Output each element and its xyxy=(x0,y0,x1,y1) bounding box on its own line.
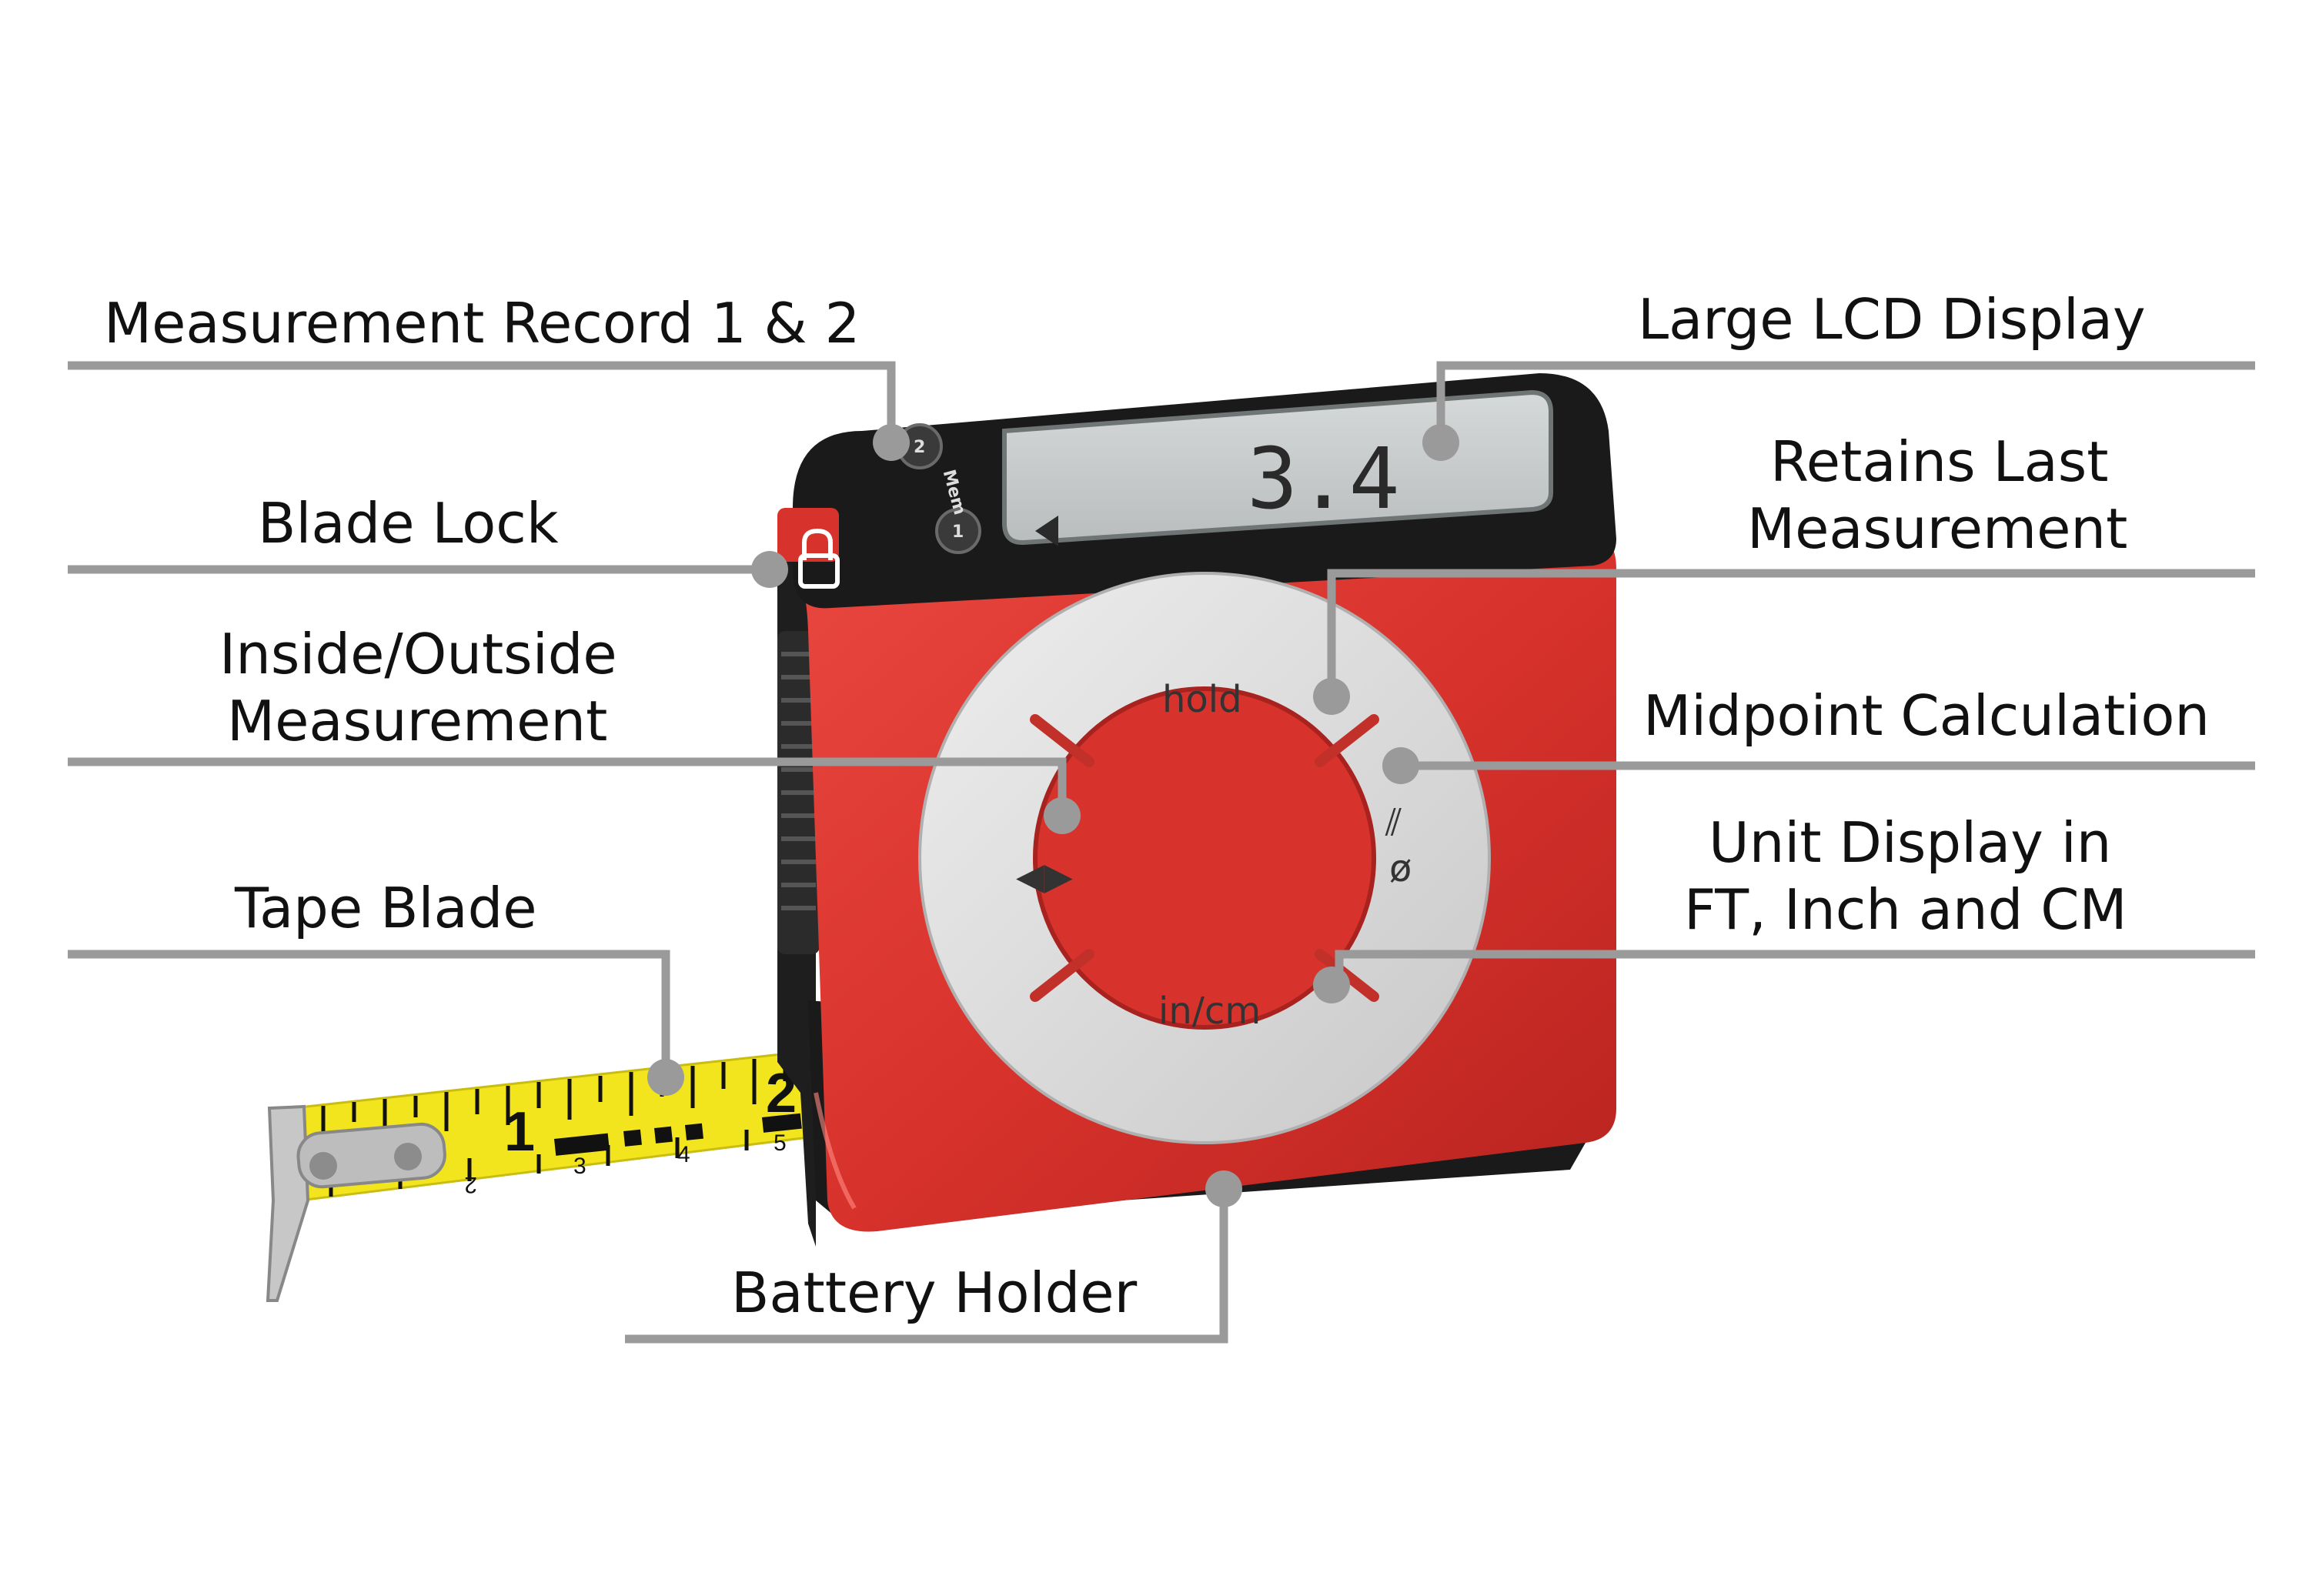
lcd-screen xyxy=(1002,389,1553,546)
lcd-reading: 3.4 xyxy=(1247,429,1400,528)
tape-blade: 1 2 2 3 4 5 xyxy=(266,1049,829,1302)
tape-number-major: 1 xyxy=(504,1101,535,1163)
callout-leaders xyxy=(68,361,2255,1344)
unit-button[interactable] xyxy=(1124,989,1285,1050)
label-battery-holder: Battery Holder xyxy=(731,1260,1138,1325)
callout-labels: Measurement Record 1 & 2 Blade Lock Insi… xyxy=(104,287,2210,1325)
lock-icon xyxy=(802,528,833,560)
label-measurement-record: Measurement Record 1 & 2 xyxy=(104,291,860,356)
tape-marker-block xyxy=(653,1126,673,1144)
rivet-icon xyxy=(394,1143,422,1170)
hold-label: hold xyxy=(1162,678,1242,721)
arrow-left-icon xyxy=(1035,516,1058,546)
mem-button-1-label: 1 xyxy=(952,523,964,542)
tape-number-minor: 2 xyxy=(464,1172,477,1197)
lcd-display: 3.4 xyxy=(1002,389,1553,546)
label-retains-line1: Retains Last xyxy=(1770,429,2108,494)
unit-label: in/cm xyxy=(1158,990,1261,1033)
label-inside-outside-line1: Inside/Outside xyxy=(219,622,617,686)
label-unit-line1: Unit Display in xyxy=(1709,810,2111,875)
diameter-icon: ø xyxy=(1389,847,1412,890)
tape-marker-block xyxy=(554,1133,610,1156)
tape-number-minor: 3 xyxy=(573,1154,586,1179)
midpoint-symbol-icon: ⫽ xyxy=(1385,801,1402,844)
inside-outside-icon: ◀▶ xyxy=(1016,855,1073,898)
tape-number-minor: 4 xyxy=(677,1142,690,1167)
label-unit-line2: FT, Inch and CM xyxy=(1684,877,2127,942)
mem-button-2-label: 2 xyxy=(914,438,925,457)
label-blade-lock: Blade Lock xyxy=(258,491,559,556)
label-tape-blade: Tape Blade xyxy=(234,876,537,940)
center-measure-button[interactable] xyxy=(1033,686,1376,1030)
tape-measure-device: 3.4 1 2 Mem hold xyxy=(777,373,1616,1247)
rivet-icon xyxy=(309,1152,337,1180)
tape-number-minor: 5 xyxy=(774,1130,787,1156)
label-lcd-display: Large LCD Display xyxy=(1638,287,2146,352)
blade-lock[interactable] xyxy=(777,508,840,589)
label-inside-outside-line2: Measurement xyxy=(227,689,607,753)
control-ring: hold in/cm ⫽ ø ◀▶ xyxy=(918,572,1491,1144)
label-midpoint: Midpoint Calculation xyxy=(1643,683,2210,748)
mem-button-1[interactable] xyxy=(935,508,981,554)
midpoint-button[interactable] xyxy=(1362,785,1447,900)
lock-body-icon xyxy=(798,553,840,589)
tape-hook xyxy=(266,1104,446,1302)
tape-marker-block xyxy=(684,1123,703,1140)
label-retains-line2: Measurement xyxy=(1747,496,2127,561)
tape-marker-block xyxy=(762,1113,802,1133)
tape-marker-block xyxy=(623,1129,642,1147)
hold-button[interactable] xyxy=(1124,662,1285,723)
